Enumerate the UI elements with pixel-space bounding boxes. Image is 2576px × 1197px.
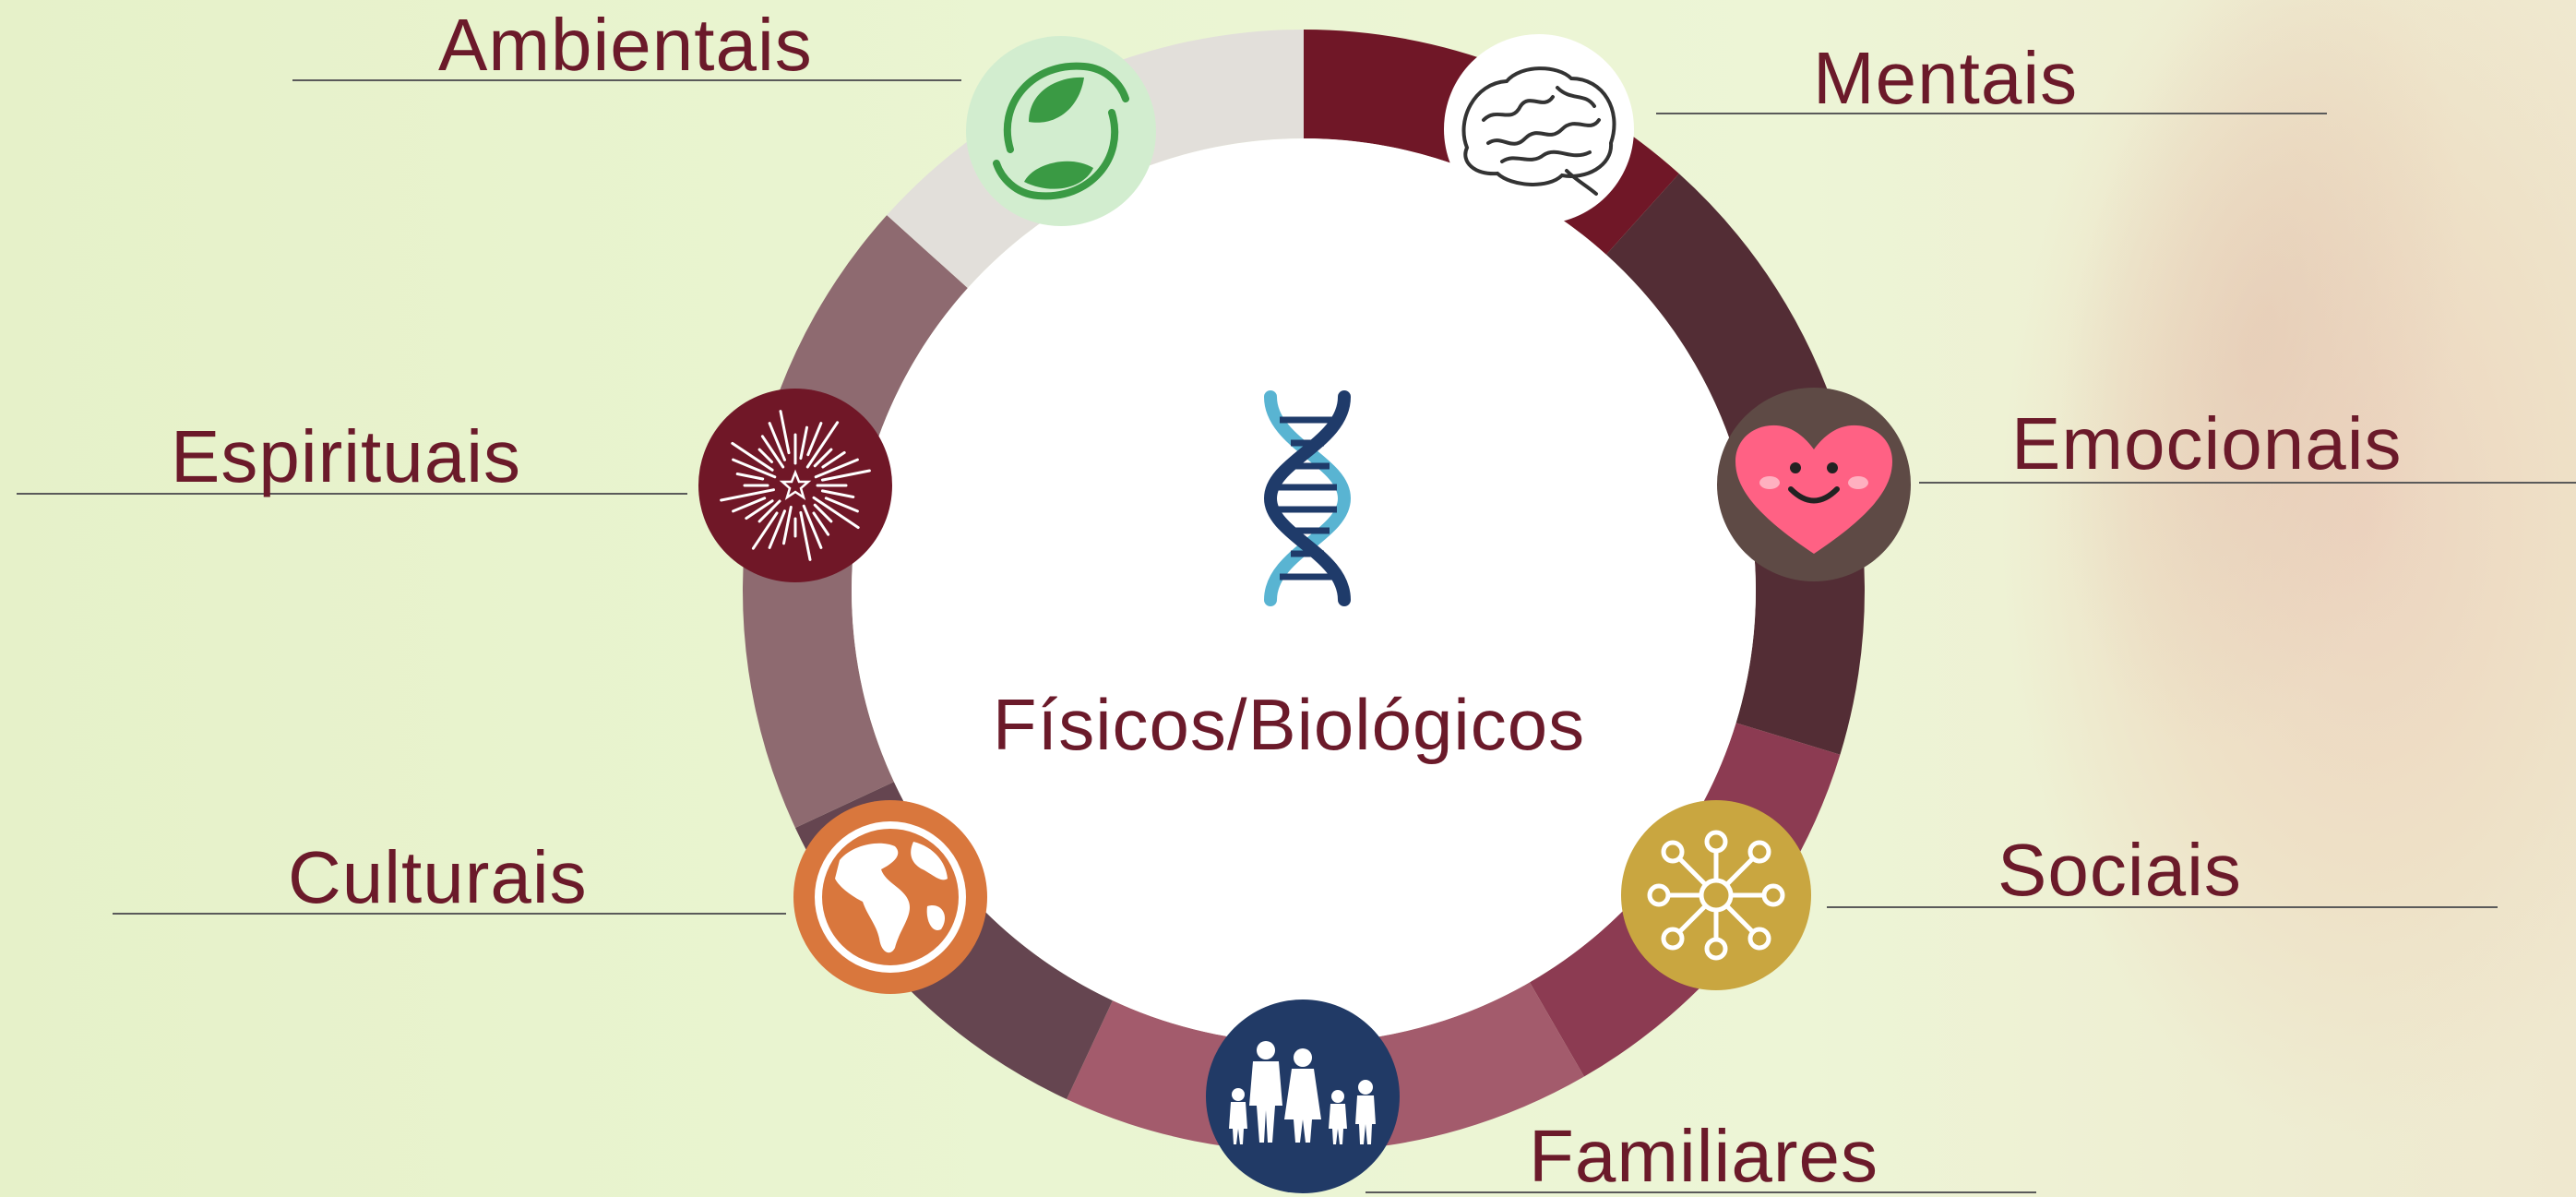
label-emocionais: Emocionais: [1919, 402, 2576, 485]
leaf-cycle-icon: [966, 36, 1156, 226]
ring-segment-emocionais: [1605, 174, 1841, 459]
label-culturais-text: Culturais: [288, 836, 588, 918]
network-icon: [1621, 800, 1811, 990]
center-label: Físicos/Biológicos: [993, 684, 1585, 765]
center-disk: [852, 138, 1756, 1043]
label-sociais: Sociais: [1827, 829, 2498, 911]
globe-icon: [793, 800, 987, 994]
label-emocionais-text: Emocionais: [2011, 402, 2403, 485]
label-ambientais: Ambientais: [292, 4, 961, 86]
label-culturais: Culturais: [113, 836, 786, 918]
label-mentais-text: Mentais: [1813, 37, 2078, 119]
dna-icon: [1263, 390, 1352, 606]
heart-smile-icon: [1717, 388, 1911, 581]
family-icon: [1206, 999, 1400, 1193]
label-mentais: Mentais: [1656, 37, 2327, 119]
label-sociais-text: Sociais: [1998, 829, 2242, 911]
label-ambientais-text: Ambientais: [438, 4, 813, 86]
brain-icon: [1444, 34, 1634, 224]
label-familiares-text: Familiares: [1529, 1115, 1878, 1197]
label-espirituais: Espirituais: [17, 415, 687, 497]
label-familiares: Familiares: [1366, 1115, 2036, 1197]
label-espirituais-text: Espirituais: [171, 415, 521, 497]
sparkle-burst-icon: [698, 389, 892, 582]
